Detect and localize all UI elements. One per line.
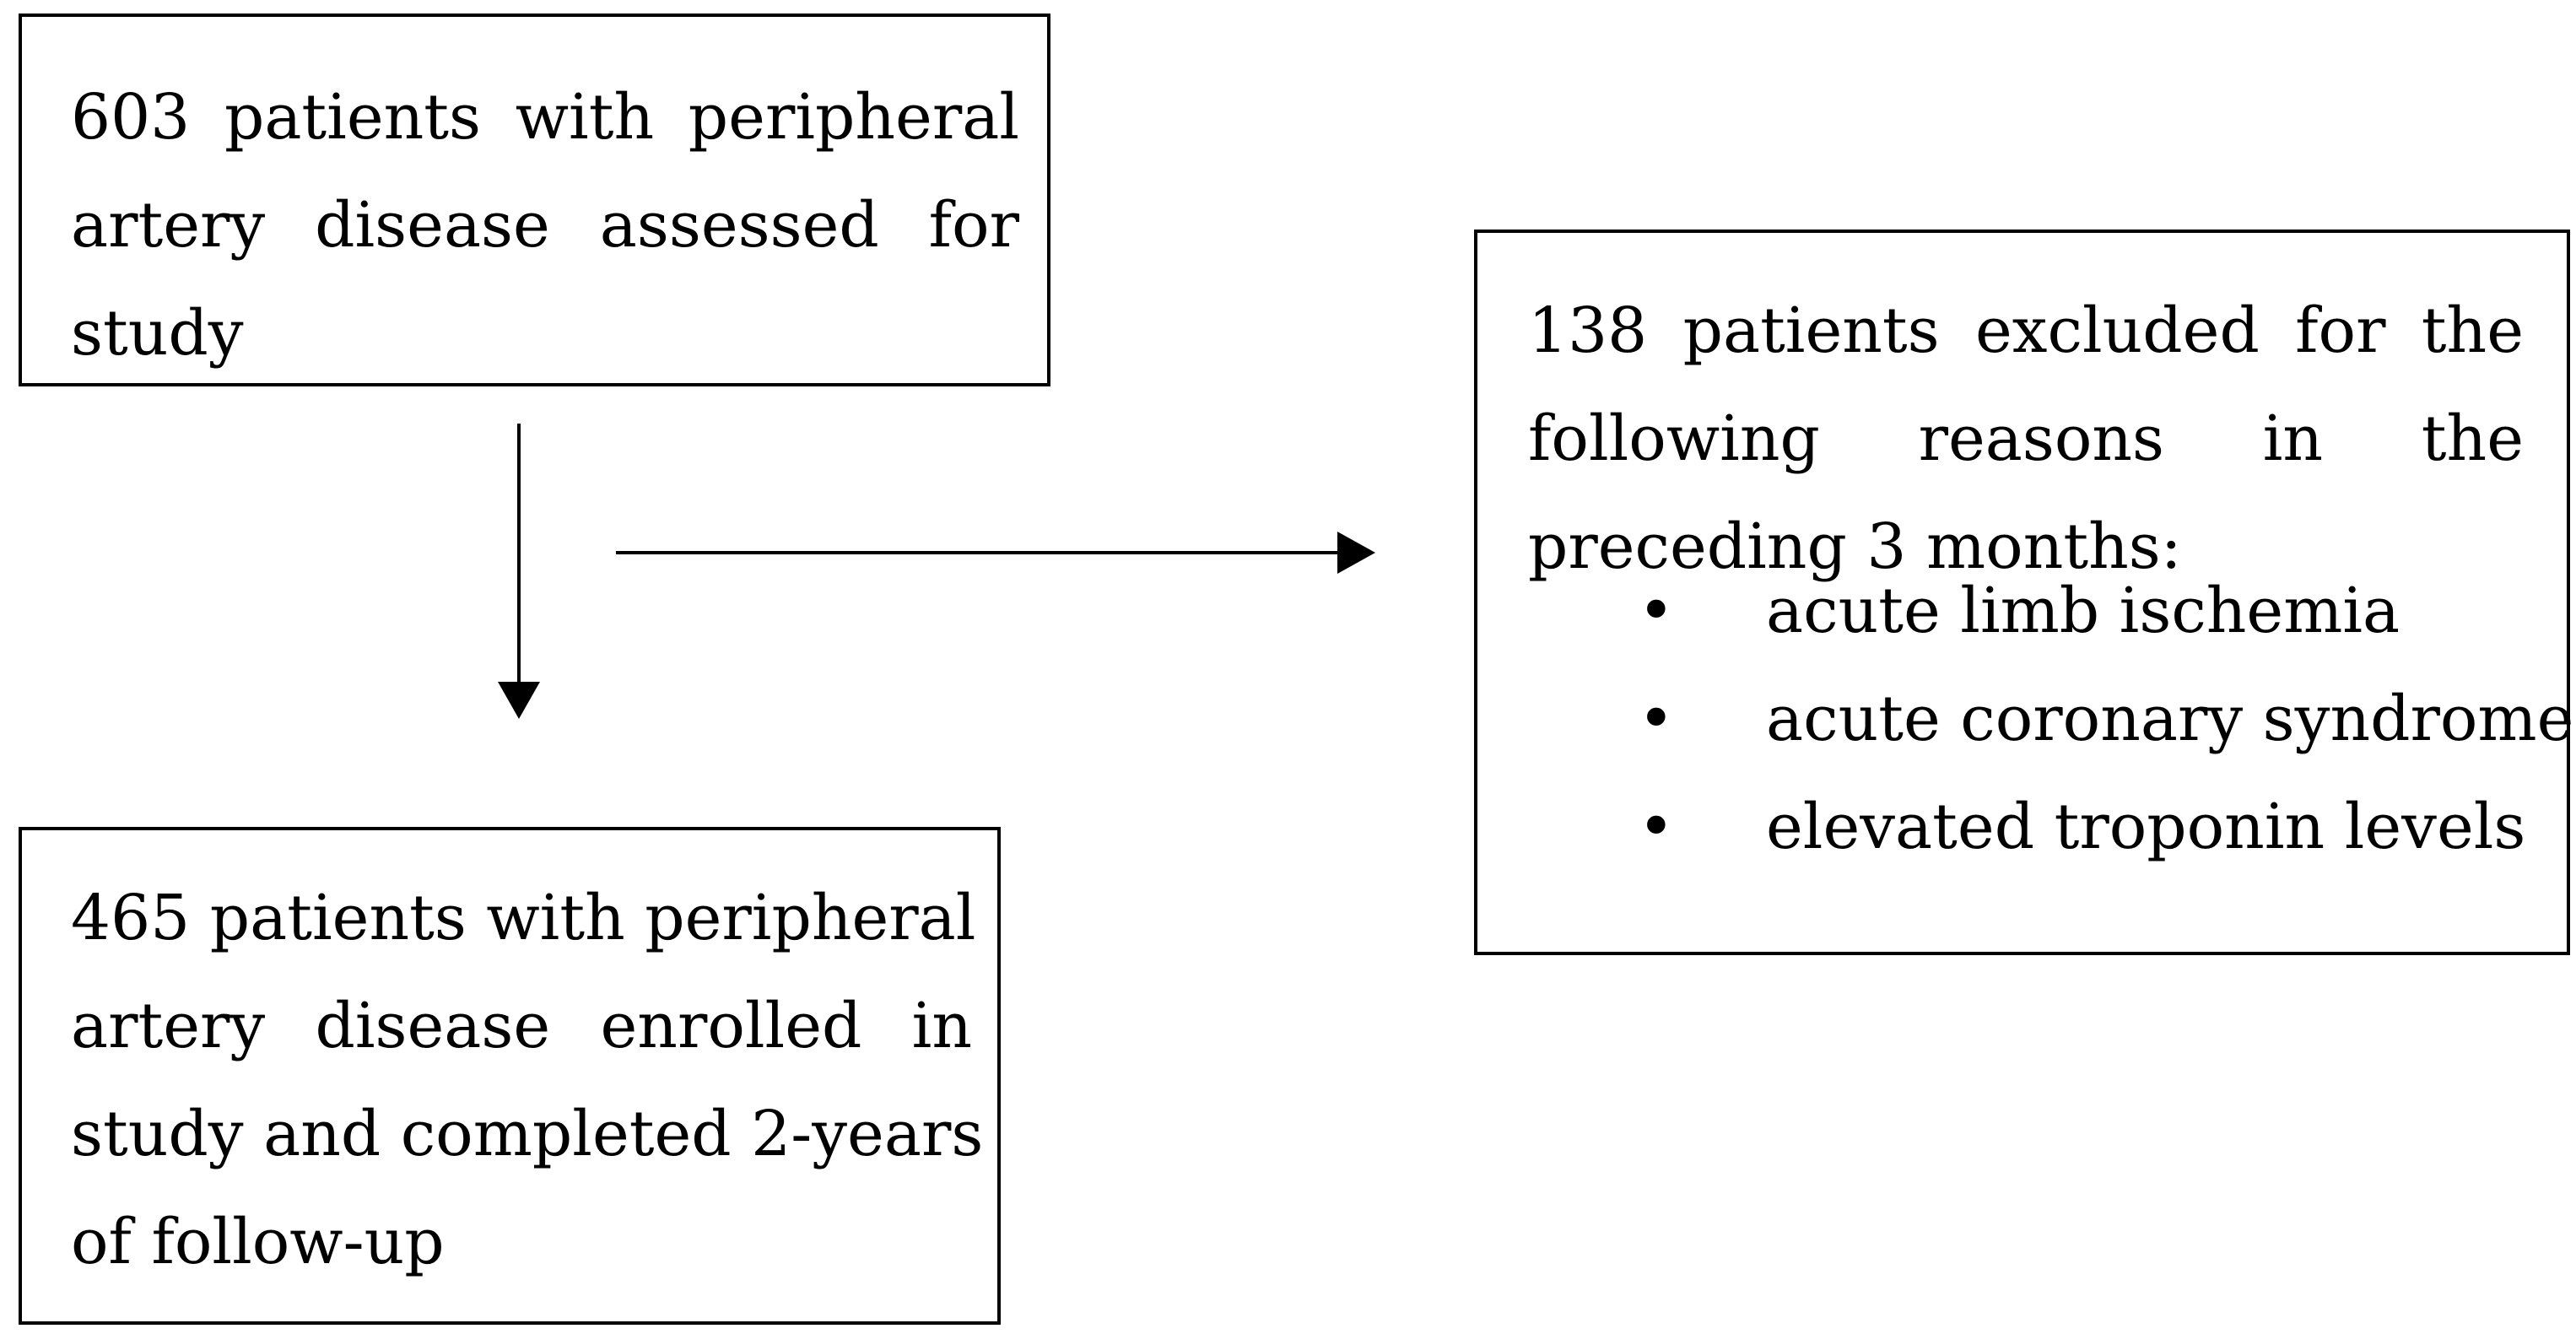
excluded-line-3: preceding 3 months:: [1528, 510, 2182, 583]
bullet-icon: •: [1638, 575, 1675, 647]
excluded-line-2: following reasons in the: [1528, 402, 2524, 475]
assessed-line-1: 603 patients with peripheral: [71, 81, 1019, 154]
bullet-icon: •: [1638, 683, 1675, 755]
down-arrow: [498, 424, 540, 719]
exclusion-reasons-list: • acute limb ischemia • acute coronary s…: [1477, 557, 2573, 881]
enrolled-text: 465 patients with peripheral artery dise…: [71, 864, 984, 1296]
box-enrolled-patients: 465 patients with peripheral artery dise…: [19, 827, 1001, 1325]
right-arrow: [616, 532, 1375, 574]
box-excluded-patients: 138 patients excluded for the following …: [1474, 230, 2573, 955]
assessed-line-3: study: [71, 297, 244, 370]
exclusion-reason: • elevated troponin levels: [1477, 773, 2526, 881]
exclusion-reason-text: acute limb ischemia: [1766, 575, 2400, 647]
assessed-line-2: artery disease assessed for: [71, 189, 1019, 262]
exclusion-reason: • acute coronary syndrome: [1477, 665, 2573, 773]
right-arrow-head: [1337, 532, 1375, 574]
box-assessed-patients: 603 patients with peripheral artery dise…: [19, 14, 1050, 386]
enrolled-line-1: 465 patients with peripheral: [71, 882, 976, 954]
enrolled-line-2: artery disease enrolled in: [71, 990, 972, 1062]
assessed-text: 603 patients with peripheral artery dise…: [71, 63, 1019, 387]
excluded-text: 138 patients excluded for the following …: [1528, 277, 2524, 601]
exclusion-reason-text: acute coronary syndrome: [1766, 683, 2574, 755]
excluded-line-1: 138 patients excluded for the: [1528, 294, 2524, 367]
exclusion-reason-text: elevated troponin levels: [1766, 791, 2526, 863]
enrolled-line-3: study and completed 2-years: [71, 1098, 984, 1170]
down-arrow-head: [498, 682, 540, 719]
enrolled-line-4: of follow-up: [71, 1206, 445, 1278]
exclusion-reason: • acute limb ischemia: [1477, 557, 2524, 665]
bullet-icon: •: [1638, 791, 1675, 863]
